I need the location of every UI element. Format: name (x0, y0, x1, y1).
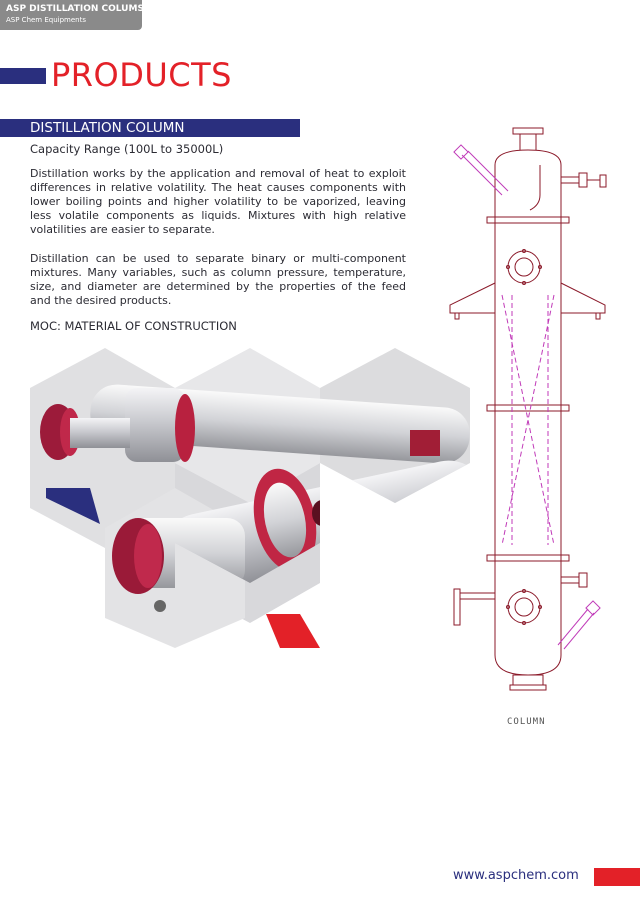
drawing-label: COLUMN (507, 717, 546, 727)
moc-label: MOC: MATERIAL OF CONSTRUCTION (30, 319, 237, 333)
description-paragraph-1: Distillation works by the application an… (30, 167, 406, 236)
footer-url[interactable]: www.aspchem.com (453, 868, 579, 883)
collage-blue-accent (46, 488, 100, 524)
distillation-column-photo-collage (30, 348, 470, 648)
description-paragraph-2: Distillation can be used to separate bin… (30, 252, 406, 307)
footer-accent-bar (594, 868, 640, 886)
section-title: DISTILLATION COLUMN (30, 120, 185, 136)
header-accent-bar (0, 68, 46, 84)
tag-title: ASP DISTILLATION COLUMS (6, 4, 144, 14)
column-technical-drawing (449, 127, 607, 691)
capacity-range: Capacity Range (100L to 35000L) (30, 142, 224, 156)
tag-subtitle: ASP Chem Equipments (6, 16, 86, 24)
page-title: PRODUCTS (51, 56, 232, 94)
section-title-bar (0, 119, 300, 137)
document-tag: ASP DISTILLATION COLUMS ASP Chem Equipme… (0, 0, 144, 30)
collage-red-accent (266, 614, 320, 648)
